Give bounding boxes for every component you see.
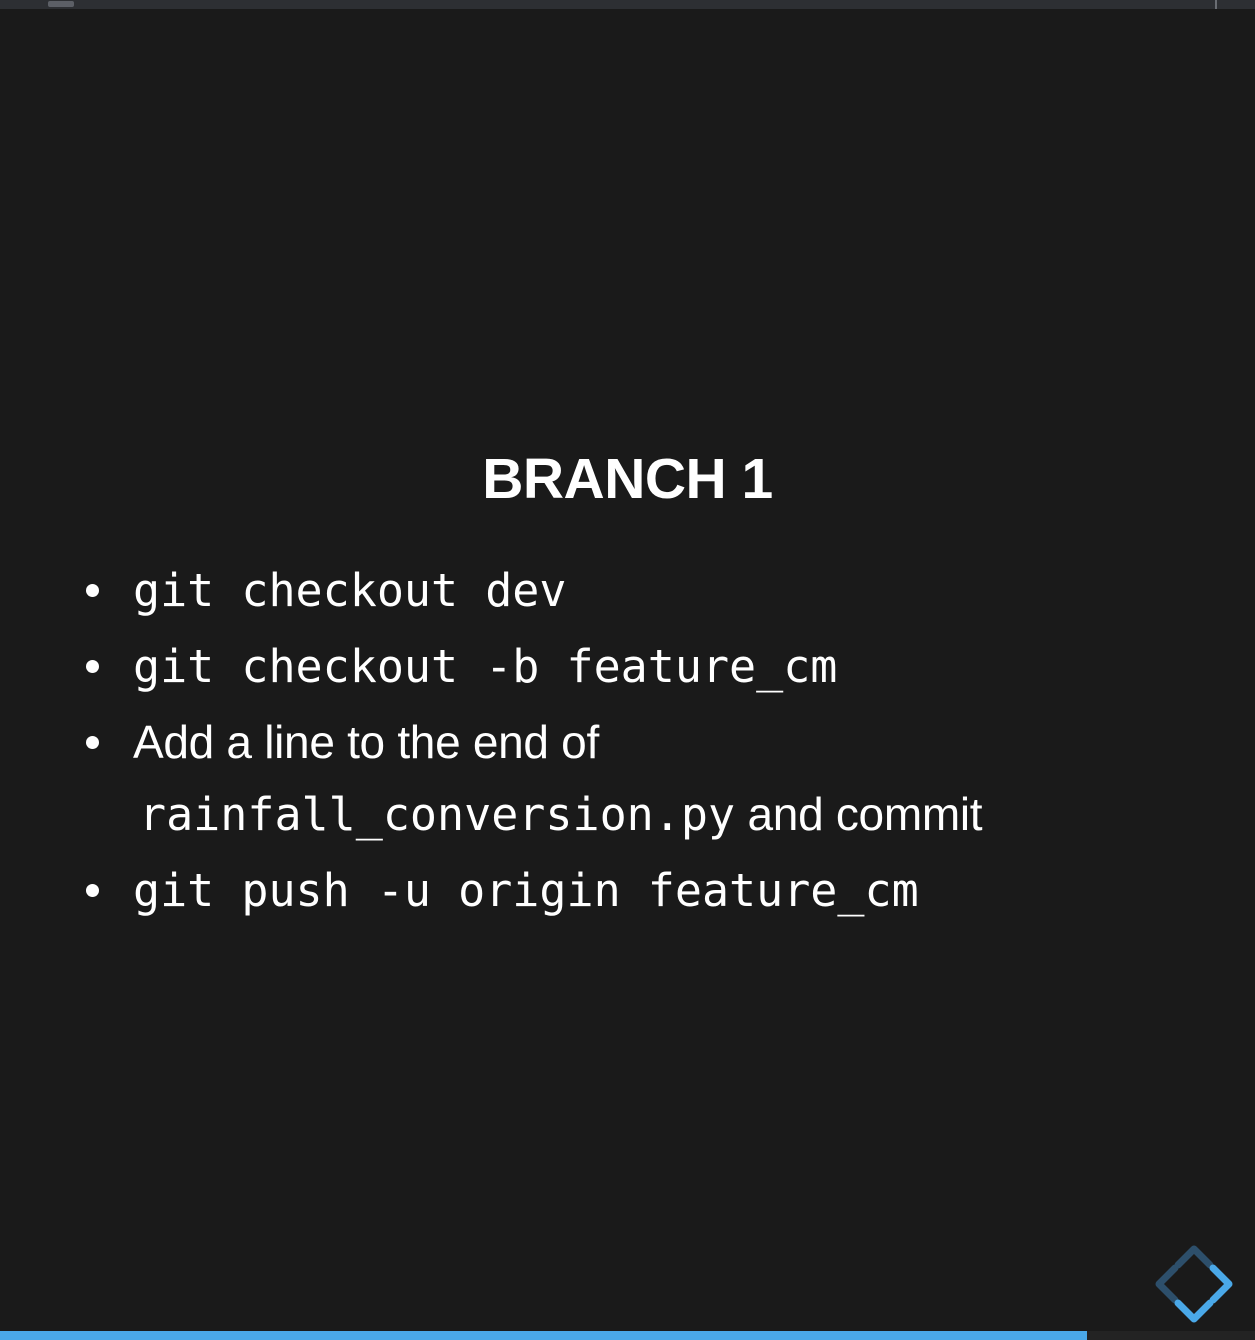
- window-tab-indicator[interactable]: [48, 1, 74, 7]
- slide-progress-bar[interactable]: [0, 1331, 1255, 1340]
- window-panel-divider: [1215, 0, 1217, 9]
- list-item: git checkout -b feature_cm: [78, 630, 1178, 702]
- list-item: git checkout dev: [78, 554, 1178, 626]
- list-item: Add a line to the end of rainfall_conver…: [78, 706, 1178, 850]
- list-item: git push -u origin feature_cm: [78, 854, 1178, 926]
- nav-right-icon: [1209, 1264, 1233, 1304]
- bullet-dot-icon: [86, 736, 99, 749]
- code-run: git checkout -b feature_cm: [133, 640, 838, 693]
- nav-down-icon: [1174, 1299, 1214, 1323]
- slide-bullet-list: git checkout dev git checkout -b feature…: [78, 554, 1178, 926]
- filename-run: rainfall_conversion.py: [139, 788, 736, 841]
- bullet-line: Add a line to the end of: [133, 706, 1178, 778]
- slide-surface[interactable]: BRANCH 1 git checkout dev git checkout -…: [0, 9, 1255, 1331]
- slide-progress-fill: [0, 1331, 1087, 1340]
- slide-title: BRANCH 1: [482, 447, 773, 511]
- four-way-chevron-navigator[interactable]: [1142, 1232, 1246, 1336]
- bullet-dot-icon: [86, 660, 99, 673]
- bullet-dot-icon: [86, 584, 99, 597]
- nav-left-icon: [1155, 1264, 1179, 1304]
- bullet-line: git push -u origin feature_cm: [133, 854, 1178, 926]
- bullet-dot-icon: [86, 884, 99, 897]
- bullet-wrapped-line: rainfall_conversion.py and commit: [133, 778, 1178, 850]
- code-run: git checkout dev: [133, 564, 567, 617]
- code-run: git push -u origin feature_cm: [133, 864, 919, 917]
- prose-run: Add a line to the end of: [133, 716, 599, 768]
- nav-up-icon: [1174, 1245, 1214, 1269]
- prose-run: and commit: [735, 788, 983, 840]
- bullet-line: git checkout -b feature_cm: [133, 630, 1178, 702]
- bullet-line: git checkout dev: [133, 554, 1178, 626]
